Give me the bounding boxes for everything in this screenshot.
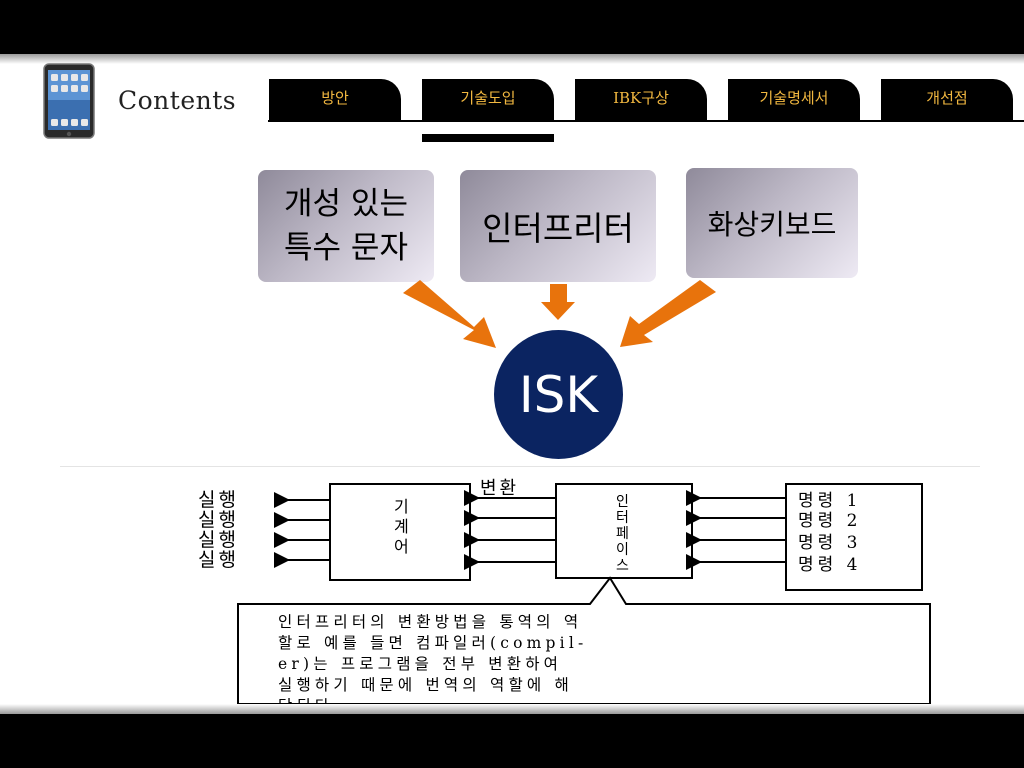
interface-char: 터	[616, 510, 629, 526]
arrow-center	[541, 284, 575, 320]
source-box-virtual-keyboard: 화상키보드	[686, 168, 858, 278]
run-label: 실행	[198, 509, 239, 531]
interface-char: 이	[616, 542, 629, 558]
box-label-line: 특수 문자	[284, 230, 408, 266]
isk-label: ISK	[518, 365, 599, 424]
bottom-black-bar	[0, 714, 1024, 768]
command-label: 명령 3	[798, 533, 862, 553]
machine-language-box	[329, 483, 471, 581]
tab-label: 기술명세서	[759, 89, 829, 107]
bottom-shadow	[0, 704, 1024, 714]
machine-language-char: 계	[394, 517, 409, 536]
interpreter-figure: 실행 실행 실행 실행 기 계 어 변환 인 터 페 이 스 명령 1 명령 2…	[198, 478, 931, 705]
interface-char: 페	[616, 526, 629, 542]
arrow-right	[620, 280, 716, 347]
tab-tech-intro[interactable]: 기술도입	[422, 79, 554, 122]
source-box-interpreter: 인터프리터	[460, 170, 656, 282]
interface-box	[555, 483, 693, 579]
command-label: 명령 1	[798, 491, 862, 511]
top-shadow	[0, 54, 1024, 64]
tab-improvements[interactable]: 개선점	[881, 79, 1013, 122]
top-black-bar	[0, 0, 1024, 54]
caption-line: 실행하기 때문에 번역의 역할에 해	[278, 676, 573, 694]
machine-language-char: 어	[394, 537, 409, 556]
command-label: 명령 2	[798, 511, 862, 531]
isk-circle: ISK	[494, 330, 623, 459]
arrow-left	[403, 280, 496, 348]
tab-label: 방안	[321, 89, 349, 107]
run-label: 실행	[198, 549, 239, 571]
tab-plan[interactable]: 방안	[269, 79, 401, 122]
tab-label: 기술도입	[460, 89, 516, 107]
machine-language-char: 기	[394, 497, 409, 516]
convert-label: 변환	[480, 478, 519, 499]
commands-box	[785, 483, 923, 591]
caption-line: 인터프리터의 변환방법을 통역의 역	[278, 613, 583, 631]
tab-label: IBK구상	[613, 89, 669, 107]
contents-title: Contents	[118, 86, 237, 115]
caption-line: er)는 프로그램을 전부 변환하여	[278, 655, 563, 673]
tab-tech-spec[interactable]: 기술명세서	[728, 79, 860, 122]
tablet-icon	[43, 63, 95, 139]
tab-underline	[268, 120, 1024, 122]
active-tab-indicator	[422, 134, 554, 142]
box-label: 화상키보드	[707, 208, 837, 241]
interface-char: 스	[616, 558, 629, 574]
box-label-line: 개성 있는	[284, 186, 408, 222]
tab-label: 개선점	[926, 89, 968, 107]
run-label: 실행	[198, 529, 239, 551]
interface-char: 인	[616, 494, 629, 510]
divider-line	[60, 466, 980, 467]
tab-ibk-plan[interactable]: IBK구상	[575, 79, 707, 122]
run-label: 실행	[198, 489, 239, 511]
caption-line: 할로 예를 들면 컴파일러(compil-	[278, 634, 588, 652]
interpreter-caption: 인터프리터의 변환방법을 통역의 역 할로 예를 들면 컴파일러(compil-…	[238, 603, 930, 715]
box-label: 인터프리터	[482, 209, 634, 248]
command-label: 명령 4	[798, 555, 862, 575]
